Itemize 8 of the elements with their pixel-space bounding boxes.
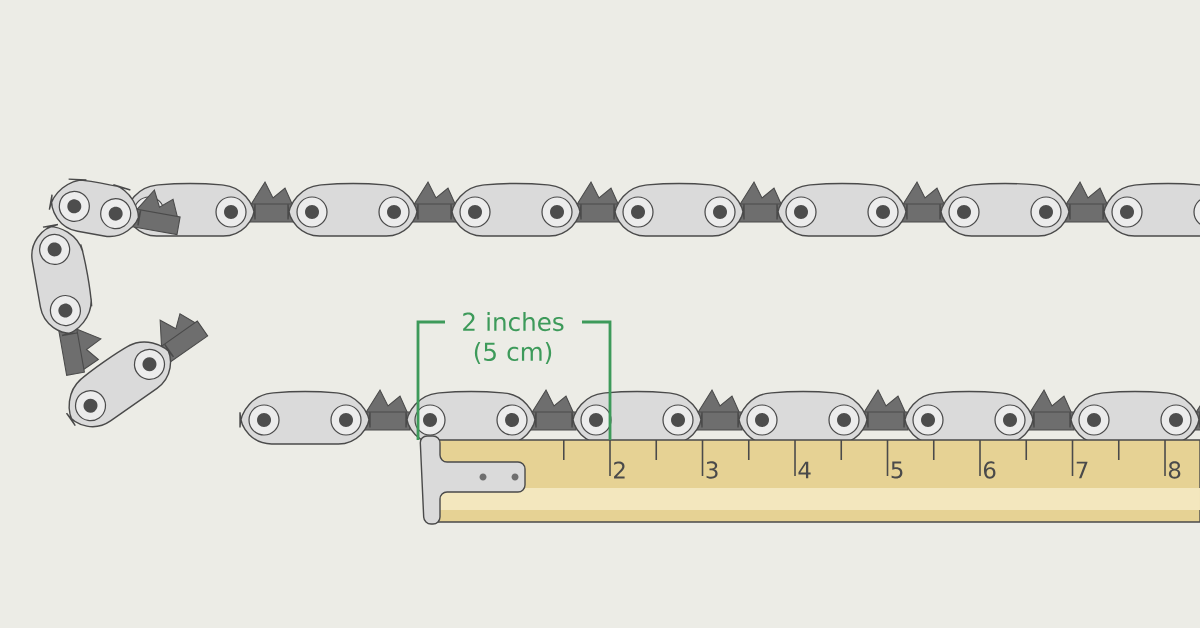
tape-number: 6 (983, 461, 996, 479)
tape-number: 7 (1076, 461, 1088, 479)
tape-number: 2 (614, 461, 625, 479)
dimension-label: 2 inches (5 cm) (463, 312, 564, 364)
tape-number: 8 (1168, 461, 1181, 479)
tape-number: 4 (798, 461, 811, 479)
tape-number: 3 (706, 461, 718, 479)
tape-number: 5 (891, 461, 903, 479)
